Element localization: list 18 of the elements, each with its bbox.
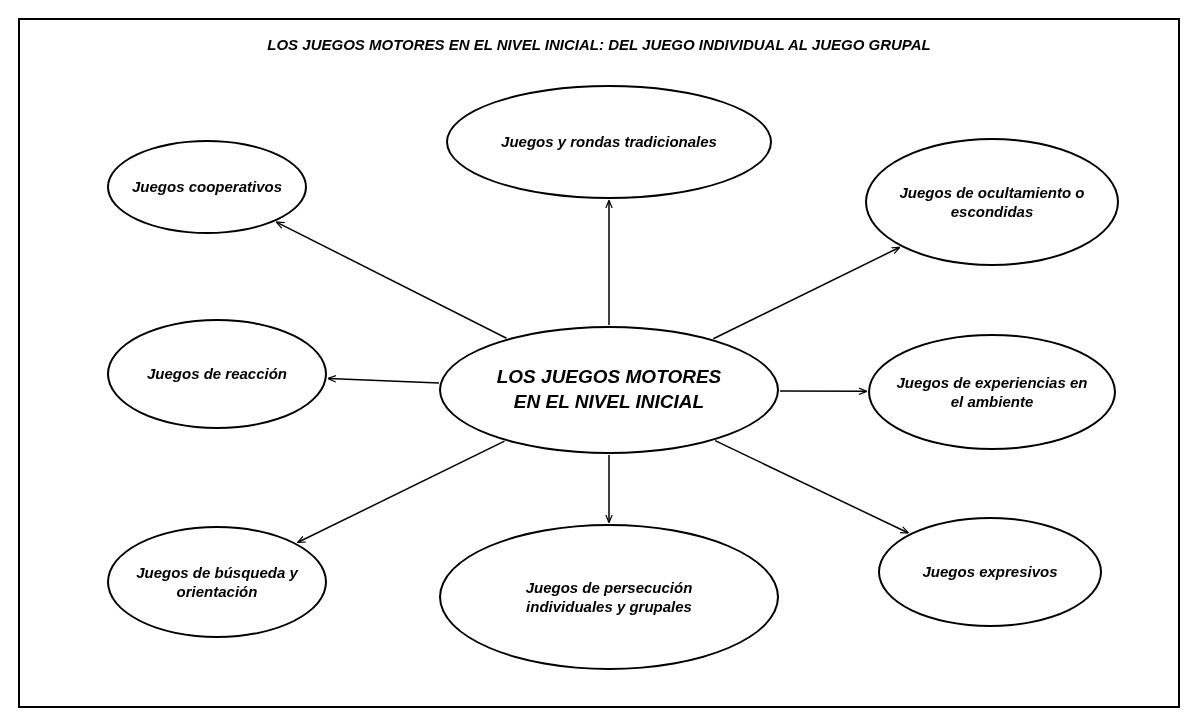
- node-text: Juegos de reacción: [146, 364, 288, 384]
- node-text: Juegos de persecución individuales y grupales: [524, 577, 694, 617]
- node-text: Juegos de experiencias en el ambiente: [896, 372, 1088, 412]
- node-text: Juegos y rondas tradicionales: [501, 132, 717, 152]
- node-text: Juegos de ocultamiento o escondidas: [898, 182, 1086, 222]
- arrow: [712, 246, 901, 340]
- arrow: [714, 439, 910, 534]
- arrow: [605, 454, 613, 524]
- arrow: [605, 199, 613, 326]
- diagram-title: LOS JUEGOS MOTORES EN EL NIVEL INICIAL: DEL JUEGO INDIVIDUAL AL JUEGO GRUPAL: [267, 36, 931, 53]
- node-text: Juegos cooperativos: [131, 177, 282, 197]
- arrow: [779, 387, 868, 396]
- arrow: [275, 221, 508, 339]
- arrow: [327, 375, 440, 384]
- arrow: [296, 440, 506, 544]
- node-text: Juegos expresivos: [922, 562, 1058, 582]
- node-text: Juegos de búsqueda y orientación: [135, 562, 300, 602]
- node-text: LOS JUEGOS MOTORES EN EL NIVEL INICIAL: [495, 365, 723, 414]
